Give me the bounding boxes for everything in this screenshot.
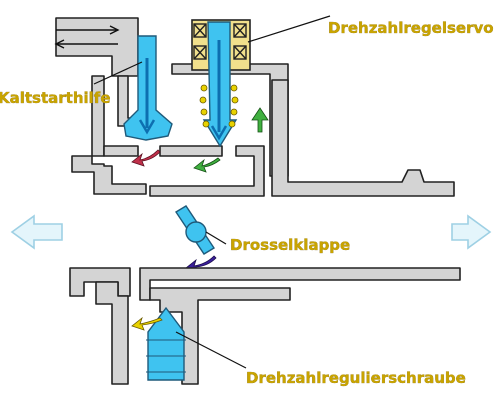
upper-outer-left-wall [71, 75, 147, 195]
small-flow-arrows [131, 107, 269, 173]
leader-throttle [205, 231, 227, 245]
lower-housing [69, 267, 461, 385]
chamber-right-wall [149, 145, 265, 197]
air-inlet-arrow [451, 214, 492, 250]
air-flow-arrows [10, 214, 492, 250]
lower-inner-wall [149, 287, 291, 385]
cold-start-valve [123, 35, 173, 141]
lower-top-wall [139, 267, 461, 301]
leader-idle-screw [175, 331, 247, 369]
label-idle-screw: Drehzahlregulierschraube [246, 369, 466, 387]
cold-start-inlet-block [55, 17, 139, 77]
servo-plunger [202, 21, 238, 148]
label-speed-servo: Drehzahlregelservo [328, 19, 494, 37]
flow-arrow-green [193, 157, 221, 173]
label-throttle: Drosselklappe [230, 236, 350, 254]
lower-channel-wall [95, 281, 129, 385]
chamber-floor-middle [159, 145, 223, 157]
leader-lines [93, 15, 331, 369]
flow-arrow-yellow [131, 316, 163, 331]
inlet-arrows [54, 25, 120, 49]
upper-right-housing [271, 79, 455, 197]
throttle-valve [175, 205, 217, 273]
upper-housing [55, 17, 455, 197]
flow-arrow-red [131, 149, 161, 167]
flow-arrow-green-up [251, 107, 269, 133]
return-spring [199, 84, 239, 128]
idle-screw [131, 306, 186, 381]
label-cold-start: Kaltstarthilfe [0, 89, 111, 107]
leader-servo [247, 15, 331, 43]
air-outlet-arrow [10, 214, 63, 250]
leader-cold-start [93, 61, 143, 85]
chamber-floor-left [103, 145, 139, 157]
